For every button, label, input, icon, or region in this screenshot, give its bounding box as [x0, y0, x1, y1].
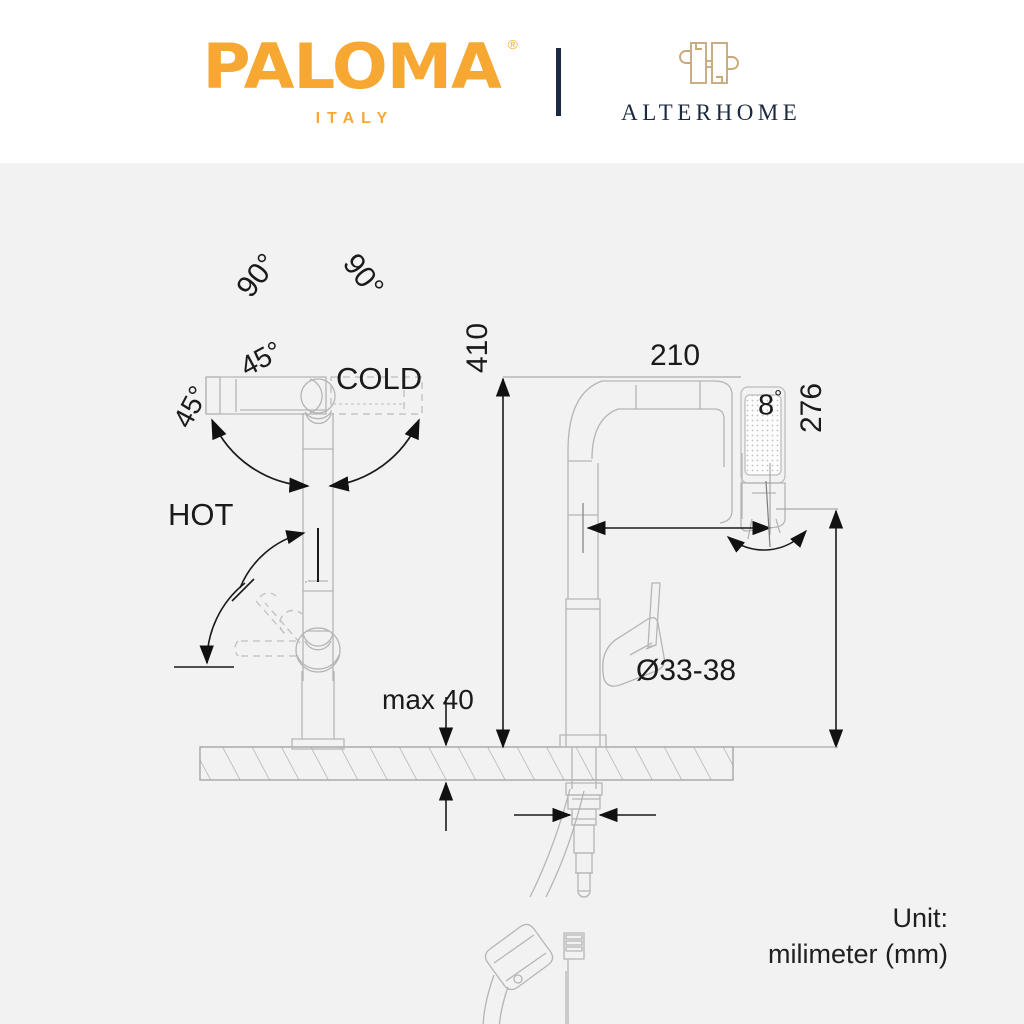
- lever-hot-arc: [174, 582, 246, 668]
- registered-trademark-icon: ®: [507, 36, 517, 52]
- paloma-wordmark-text: PALOMA: [202, 29, 501, 103]
- label-spout-height: 276: [795, 382, 828, 433]
- alterhome-monogram-icon: [679, 42, 740, 84]
- label-spray-angle: 8°: [758, 387, 782, 423]
- lever-hot-positions: [234, 592, 303, 657]
- swivel-left-arc: [211, 418, 310, 493]
- label-cold: COLD: [336, 361, 423, 396]
- technical-drawing-canvas: 90° 90° 45° 45° COLD HOT 410 210 276 8° …: [0, 163, 1024, 1024]
- swivel-right-arc: [328, 418, 420, 492]
- unit-note-label: Unit:: [892, 902, 948, 933]
- degree-symbol-icon: °: [774, 387, 783, 409]
- unit-note-value: milimeter (mm): [768, 938, 948, 969]
- label-counter-thickness: max 40: [382, 684, 474, 715]
- dimension-spout-height: [733, 508, 844, 749]
- paloma-wordmark: PALOMA®: [202, 35, 517, 98]
- dimension-spray-angle: [726, 480, 807, 553]
- dimension-spout-reach: [582, 463, 772, 553]
- label-hot: HOT: [168, 497, 234, 532]
- paloma-logo: PALOMA® ITALY: [202, 35, 517, 128]
- alterhome-logo: ALTERHOME: [617, 37, 801, 126]
- paloma-tagline: ITALY: [315, 109, 395, 127]
- dimension-total-height: [495, 376, 741, 749]
- label-mounting-hole: Ø33-38: [636, 654, 737, 687]
- spray-angle-value: 8: [758, 389, 775, 422]
- brand-divider: [556, 47, 562, 116]
- side-view-faucet: [482, 380, 786, 1024]
- countertop: [199, 746, 734, 781]
- label-spout-reach: 210: [650, 339, 701, 372]
- unit-note: Unit: milimeter (mm): [768, 900, 948, 972]
- faucet-dimension-diagram: [174, 376, 844, 1024]
- brand-header: PALOMA® ITALY: [0, 0, 1024, 163]
- label-total-height: 410: [461, 322, 494, 373]
- alterhome-wordmark: ALTERHOME: [621, 100, 802, 125]
- lever-cold-arc: [231, 530, 306, 602]
